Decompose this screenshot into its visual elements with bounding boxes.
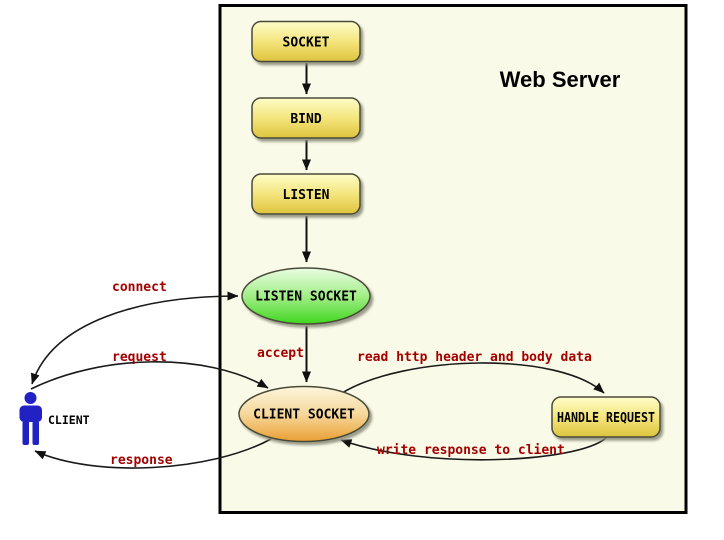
node-client-socket: CLIENT SOCKET: [238, 385, 370, 443]
arrow-request: [30, 361, 269, 390]
node-listen: LISTEN: [251, 173, 361, 215]
client-actor: CLIENT: [19, 392, 90, 445]
arrow-connect: [30, 291, 239, 385]
client-socket-label: CLIENT SOCKET: [253, 408, 355, 423]
arrow-read-request: [341, 362, 605, 394]
listen-box: [251, 173, 361, 215]
listen-socket-ellipse: [241, 267, 371, 325]
node-listen-socket: LISTEN SOCKET: [241, 267, 371, 325]
socket-label: SOCKET: [283, 36, 330, 51]
response-edge-label: response: [110, 453, 173, 468]
read-edge-label: read http header and body data: [357, 350, 592, 365]
handle-request-box: [551, 396, 661, 438]
connect-edge-label: connect: [112, 280, 167, 295]
bind-label: BIND: [290, 112, 321, 127]
accept-edge-label: accept: [257, 346, 304, 361]
node-handle-request: HANDLE REQUEST: [551, 396, 661, 438]
arrow-write-response: [340, 437, 607, 461]
handle-request-label: HANDLE REQUEST: [557, 411, 655, 426]
web-server-title: Web Server: [500, 67, 621, 92]
client-socket-ellipse: [238, 385, 370, 443]
write-edge-label: write response to client: [377, 443, 565, 458]
listen-label: LISTEN: [283, 188, 330, 203]
request-edge-label: request: [112, 350, 167, 365]
node-bind: BIND: [251, 97, 361, 139]
person-icon: [19, 392, 42, 445]
client-actor-label: CLIENT: [48, 413, 90, 427]
arrow-response: [34, 438, 272, 469]
socket-box: [251, 20, 361, 63]
bind-box: [251, 97, 361, 139]
listen-socket-label: LISTEN SOCKET: [255, 290, 357, 305]
node-socket: SOCKET: [251, 20, 361, 63]
